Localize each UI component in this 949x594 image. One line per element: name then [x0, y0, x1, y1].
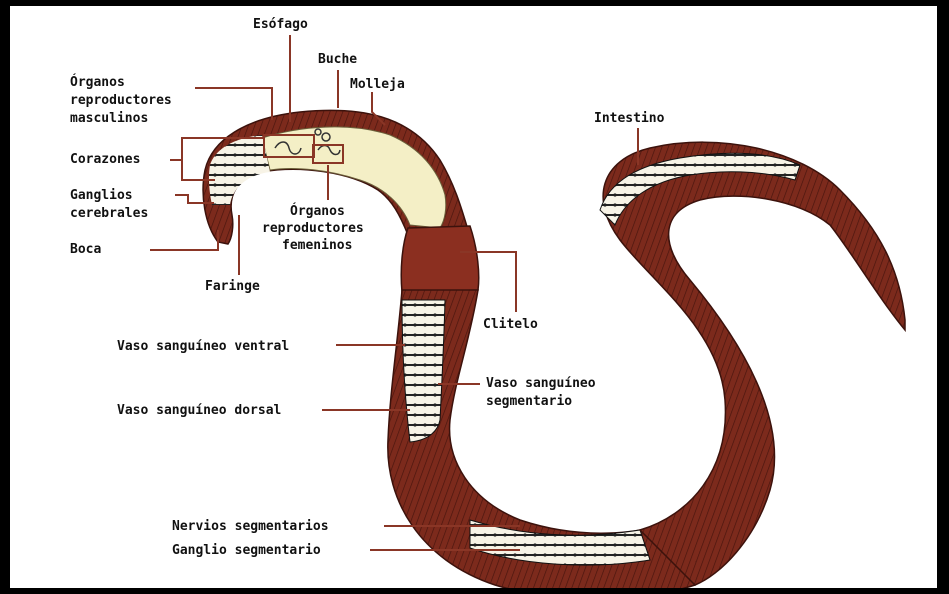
label-vaso-segmentario-1: Vaso sanguíneo [486, 376, 596, 391]
label-clitelo: Clitelo [483, 317, 538, 332]
label-buche: Buche [318, 52, 357, 67]
label-esofago: Esófago [253, 17, 308, 32]
worm-clitellum [401, 226, 478, 292]
label-molleja: Molleja [350, 77, 405, 92]
label-organos-femeninos-3: femeninos [282, 238, 352, 253]
blood-vessels-cutaway [402, 300, 445, 442]
diagram-frame: Esófago Buche Molleja Órganos reproducto… [10, 6, 937, 588]
earthworm-anatomy-diagram: Esófago Buche Molleja Órganos reproducto… [10, 6, 937, 588]
label-intestino: Intestino [594, 111, 665, 126]
worm-tail [603, 142, 905, 585]
label-ganglios-1: Ganglios [70, 188, 133, 203]
label-nervios-segmentarios: Nervios segmentarios [172, 519, 329, 534]
label-ganglio-segmentario: Ganglio segmentario [172, 543, 321, 558]
label-ganglios-2: cerebrales [70, 206, 148, 221]
label-organos-masculinos-3: masculinos [70, 111, 148, 126]
label-organos-femeninos-1: Órganos [290, 203, 345, 219]
label-faringe: Faringe [205, 279, 260, 294]
label-organos-masculinos-1: Órganos [70, 74, 125, 90]
label-organos-femeninos-2: reproductores [262, 221, 364, 236]
label-boca: Boca [70, 242, 101, 257]
label-organos-masculinos-2: reproductores [70, 93, 172, 108]
label-vaso-ventral: Vaso sanguíneo ventral [117, 339, 289, 354]
label-corazones: Corazones [70, 152, 140, 167]
label-vaso-dorsal: Vaso sanguíneo dorsal [117, 403, 281, 418]
label-vaso-segmentario-2: segmentario [486, 394, 572, 409]
